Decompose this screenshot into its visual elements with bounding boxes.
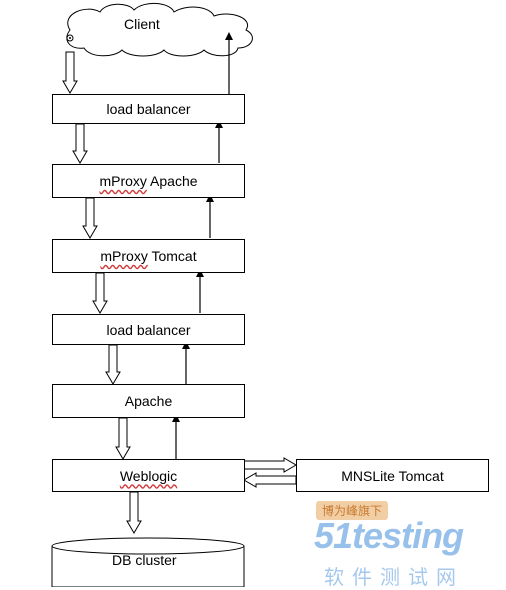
apache-box: Apache [52,384,245,418]
mnslite-tomcat-box: MNSLite Tomcat [296,459,489,492]
double-arrow-lb2-to-apache [105,344,121,385]
mproxy-tomcat-box: mProxy Tomcat [52,239,245,273]
double-arrow-lb1-to-mproxy-apache [72,123,88,164]
double-arrow-weblogic-to-db [126,491,142,534]
mproxy-tomcat-label: mProxy Tomcat [100,248,197,264]
weblogic-box: Weblogic [52,459,245,492]
client-label: Client [124,16,160,32]
weblogic-mnslite-arrows [243,457,297,488]
double-arrow-client-to-lb1 [62,51,78,94]
mproxy-apache-label: mProxy Apache [99,173,198,189]
weblogic-label: Weblogic [119,467,178,484]
load-balancer-1-box: load balancer [52,94,245,124]
db-cylinder [51,537,245,587]
request-arrows [62,51,142,534]
double-arrow-mproxy-apache-to-tomcat [82,197,98,239]
client-cloud [66,3,253,57]
right-arrow-weblogic-to-mnslite [243,457,297,473]
watermark-subtitle: 软件测试网 [324,567,464,589]
watermark-brand: 51testing [314,515,464,556]
watermark-badge: 博为峰旗下 [316,501,389,520]
load-balancer-1-label: load balancer [106,101,191,117]
load-balancer-2-label: load balancer [106,321,191,338]
db-cluster-label: DB cluster [112,552,177,568]
mproxy-apache-box: mProxy Apache [52,164,245,198]
left-arrow-mnslite-to-weblogic [243,472,297,488]
load-balancer-2-box: load balancer [52,314,245,345]
watermark: 博为峰旗下 51testing 软件测试网 [312,501,502,589]
double-arrow-apache-to-weblogic [115,417,131,460]
mnslite-tomcat-label: MNSLite Tomcat [341,467,444,484]
apache-label: Apache [124,393,173,409]
response-arrows [172,32,233,459]
double-arrow-tomcat-to-lb2 [92,272,108,314]
